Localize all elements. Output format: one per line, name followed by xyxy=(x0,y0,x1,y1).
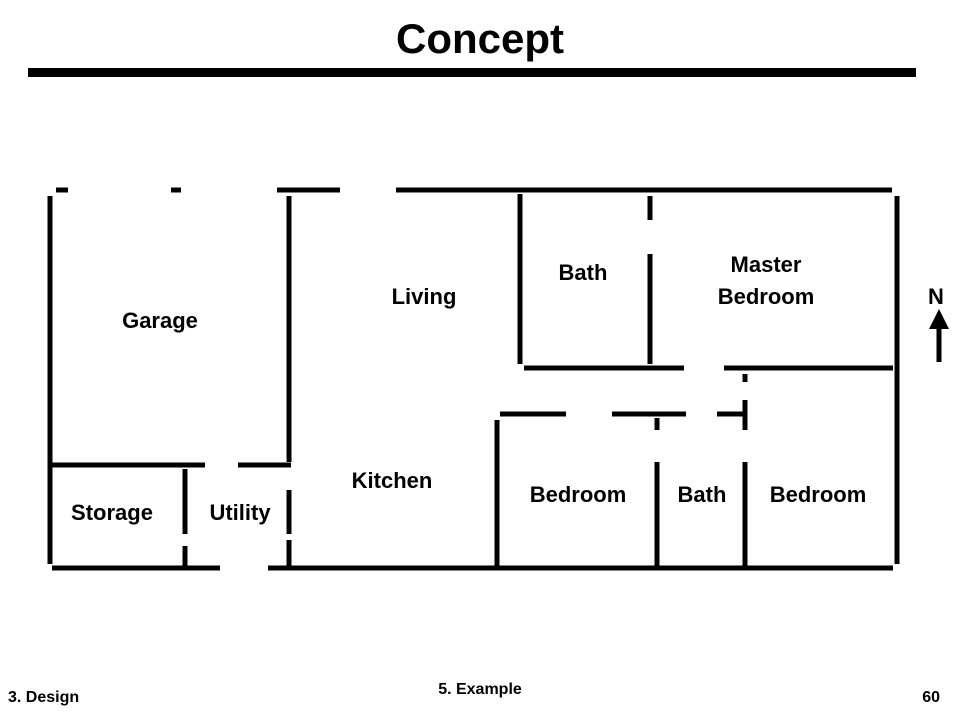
footer-section: 3. Design xyxy=(8,689,80,706)
north-label: N xyxy=(928,284,944,309)
north-arrow-icon xyxy=(929,309,949,362)
page-number: 60 xyxy=(922,689,940,706)
room-label-master-line2: Bedroom xyxy=(717,284,815,309)
room-label-master-line1: Master xyxy=(730,252,802,277)
room-label-bath-upper: Bath xyxy=(558,260,608,285)
room-label-bedroom-right: Bedroom xyxy=(769,482,867,507)
room-label-storage: Storage xyxy=(71,500,153,525)
room-label-living: Living xyxy=(391,284,457,309)
room-label-bedroom-left: Bedroom xyxy=(529,482,627,507)
page-title: Concept xyxy=(396,15,564,62)
room-label-garage: Garage xyxy=(122,308,198,333)
footer-subsection: 5. Example xyxy=(438,681,522,698)
room-label-bath-lower: Bath xyxy=(677,482,727,507)
title-underline xyxy=(28,68,916,77)
room-label-utility: Utility xyxy=(209,500,271,525)
room-label-kitchen: Kitchen xyxy=(351,468,433,493)
